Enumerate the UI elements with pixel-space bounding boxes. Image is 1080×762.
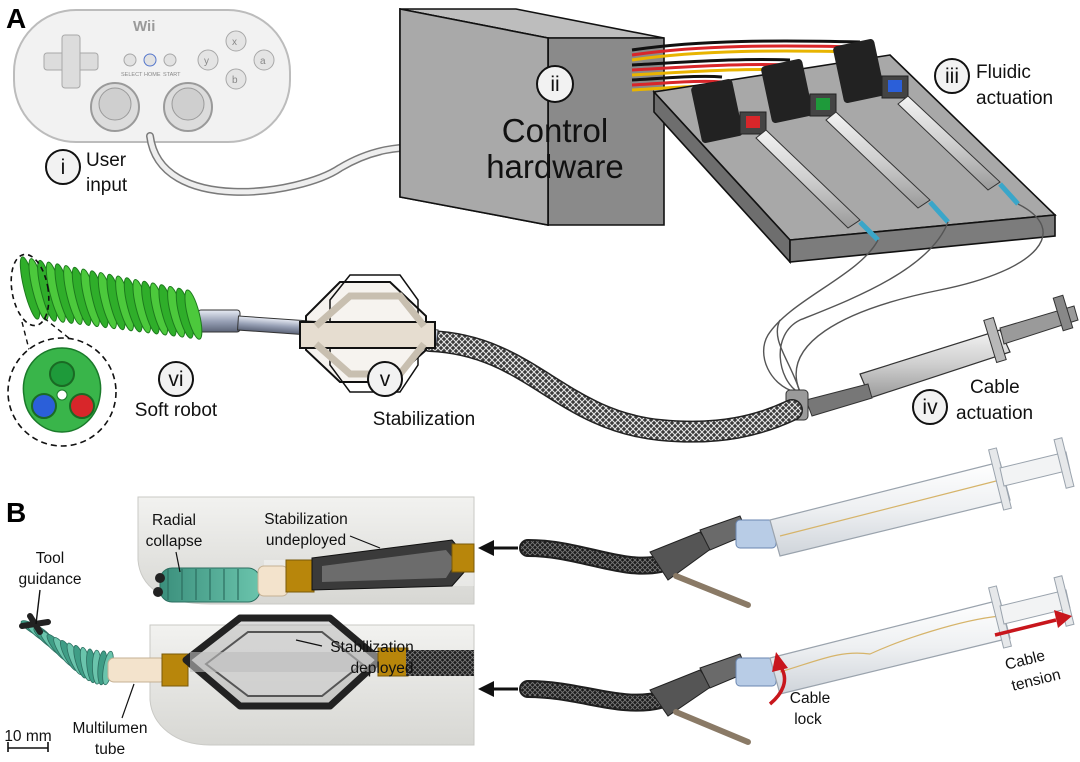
home-label: HOME [144, 72, 161, 78]
start-label: START [163, 72, 181, 78]
x-button-label: x [232, 37, 237, 48]
tool-guidance-label-1: Tool [36, 550, 64, 567]
cable-tension-arrow [994, 610, 1072, 637]
syringe-unit-green [761, 59, 950, 224]
panel-letter-b: B [6, 497, 26, 528]
numeral-iv: iv [922, 396, 938, 419]
a-button-label: a [260, 56, 266, 67]
assembly-top [519, 437, 1075, 608]
user-input-label-1: User [86, 150, 127, 171]
scale-bar-label: 10 mm [4, 728, 51, 745]
numeral-vi: vi [168, 368, 183, 391]
stab-undeployed-label-2: undeployed [266, 532, 346, 549]
stab-deployed-label-2: deployed [351, 660, 414, 677]
b-button-label: b [232, 75, 238, 86]
tip-highlight-ellipse [10, 253, 50, 327]
y-button-label: y [204, 56, 209, 67]
marker-iii [934, 58, 970, 94]
photo-undeployed [137, 496, 475, 605]
soft-robot-bellows [19, 256, 203, 340]
photo-deployed [19, 613, 475, 746]
control-hardware-box [399, 8, 665, 226]
stab-deployed-label-1: Stabilization [330, 639, 414, 656]
marker-vi [158, 361, 194, 397]
cable-actuation-label-1: Cable [970, 377, 1020, 398]
syringe-unit-red [691, 79, 880, 242]
assembly-bottom [519, 575, 1075, 745]
soft-robot-label: Soft robot [135, 400, 218, 421]
user-input-label-2: input [86, 175, 128, 196]
scale-bar [7, 742, 49, 752]
panel-letter-a: A [6, 3, 26, 34]
stabilization-label: Stabilization [373, 409, 475, 430]
select-label: SELECT [121, 72, 143, 78]
fluidic-actuation-label-1: Fluidic [976, 62, 1031, 83]
control-hardware-label-1: Control [502, 112, 608, 149]
bellows-segment [184, 289, 203, 340]
cross-section-inset [7, 337, 117, 447]
fluid-lines [763, 203, 1044, 393]
cable-lock-label-1: Cable [790, 690, 831, 707]
controller-logo: Wii [133, 18, 155, 35]
arrow-to-deployed [478, 681, 518, 697]
marker-ii [536, 65, 574, 103]
numeral-iii: iii [945, 65, 959, 88]
game-controller: Wii SELECT HOME START x y a b [13, 9, 291, 143]
chamber-left [31, 393, 57, 419]
stabilizer-cage [299, 274, 436, 393]
arrow-to-undeployed [478, 540, 518, 556]
control-hardware-label-2: hardware [486, 148, 624, 185]
marker-iv [912, 389, 948, 425]
numeral-v: v [380, 368, 391, 391]
tool-tip [19, 613, 51, 635]
radial-collapse-label-1: Radial [152, 512, 196, 529]
marker-i [45, 149, 81, 185]
fluidic-actuation-label-2: actuation [976, 88, 1053, 109]
cable-actuation-label-2: actuation [956, 403, 1033, 424]
multilumen-label-2: tube [95, 741, 125, 758]
stab-undeployed-label-1: Stabilization [264, 511, 348, 528]
marker-v [367, 361, 403, 397]
radial-collapse-label-2: collapse [146, 533, 203, 550]
cable-lock-label-2: lock [794, 711, 822, 728]
numeral-i: i [61, 156, 66, 179]
syringe-unit-blue [833, 39, 1020, 206]
tool-guidance-label-2: guidance [19, 571, 82, 588]
cable-lock-arrow [768, 652, 788, 706]
numeral-ii: ii [550, 73, 559, 96]
chamber-top [49, 361, 75, 387]
chamber-right [69, 393, 95, 419]
multilumen-label-1: Multilumen [73, 720, 148, 737]
